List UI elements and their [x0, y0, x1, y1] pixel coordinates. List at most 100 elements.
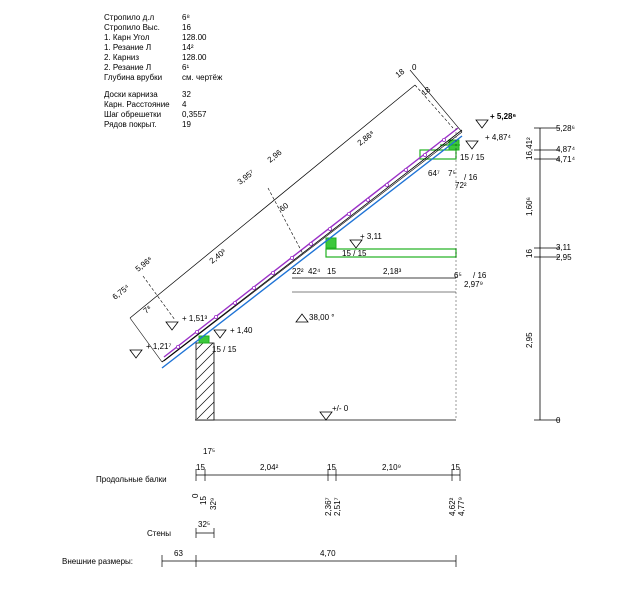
- hdim-16: / 16: [473, 271, 487, 280]
- param-value-5: 128.00: [182, 53, 207, 62]
- scale-4874: 4,87⁴: [556, 145, 576, 154]
- elevation-markers: [129, 119, 489, 421]
- param-label-2: Стропило Выс.: [104, 23, 160, 32]
- purlin-pos-15: 15: [199, 496, 208, 505]
- param-label-3: 1. Карн Угол: [104, 33, 150, 42]
- overhang-16: / 16: [464, 173, 478, 182]
- param-label-9: Карн. Расстояние: [104, 100, 170, 109]
- elev-5286: + 5,28⁶: [490, 112, 516, 121]
- purlin-15-b: 15: [327, 463, 336, 472]
- param-value-8: 32: [182, 90, 191, 99]
- elev-4874: + 4,87⁴: [485, 133, 511, 142]
- param-value-11: 19: [182, 120, 191, 129]
- purlin-pos-4622: 4,62²: [448, 497, 457, 516]
- zero-label: +/- 0: [332, 404, 349, 413]
- elev-311: + 3,11: [360, 232, 382, 241]
- scale-side-16: 16: [525, 249, 534, 258]
- purlin-pos-329: 32⁹: [209, 498, 218, 510]
- angle-60-label: 60: [278, 201, 291, 214]
- elev-1513: + 1,51³: [182, 314, 207, 323]
- hdim-2979: 2,97⁹: [464, 280, 483, 289]
- overhang-75: 7⁵: [448, 169, 456, 178]
- slope-dim-outer-end: [129, 317, 163, 363]
- slope-dim-6754: 6,75⁴: [111, 282, 132, 301]
- hdim-222: 22²: [292, 267, 304, 276]
- walls-value: 32⁵: [198, 520, 210, 529]
- param-value-9: 4: [182, 100, 187, 109]
- param-label-4: 1. Резание Л: [104, 43, 151, 52]
- slope-dim-outer-top: [409, 69, 463, 133]
- slope-dim-2403: 2,40³: [208, 247, 228, 266]
- scale-5286: 5,28⁶: [556, 124, 575, 133]
- top-mark-18b: 18: [420, 85, 433, 98]
- param-label-7: Глубина врубки: [104, 73, 162, 82]
- hdim-65: 6⁵: [454, 271, 462, 280]
- param-label-8: Доски карниза: [104, 90, 158, 99]
- walls-label: Стены: [147, 529, 171, 538]
- overhang-722: 72²: [455, 181, 467, 190]
- purlin-2109: 2,10⁹: [382, 463, 401, 472]
- param-value-2: 16: [182, 23, 191, 32]
- purlin-pos-2367: 2,36⁷: [324, 497, 333, 516]
- roof-section: + 5,28⁶ + 4,87⁴ + 3,11 + 1,40 + 1,51³ + …: [111, 63, 516, 421]
- param-value-3: 128.00: [182, 33, 207, 42]
- param-label-6: 2. Резание Л: [104, 63, 151, 72]
- outer-63: 63: [174, 549, 183, 558]
- top-mark-18a: 18: [394, 67, 407, 80]
- angle-marker: [295, 313, 309, 323]
- param-label-5: 2. Карниз: [104, 53, 139, 62]
- right-scale: 5,28⁶ 4,87⁴ 4,71⁴ 3,11 2,95 0 16,41² 1,6…: [525, 124, 576, 425]
- hdim-2183: 2,18³: [383, 267, 402, 276]
- purlin-bottom: [198, 335, 210, 344]
- outer-label: Внешние размеры:: [62, 557, 133, 566]
- hdim-424: 42⁴: [308, 267, 321, 276]
- roof-angle-label: 38,00 °: [309, 313, 334, 322]
- slope-dim-2868: 2,86⁸: [356, 129, 376, 148]
- purlins-label: Продольные балки: [96, 475, 167, 484]
- scale-side-295: 2,95: [525, 332, 534, 348]
- slope-dim-3957: 3,95⁷: [236, 168, 256, 187]
- purlin-2042: 2,04²: [260, 463, 279, 472]
- rafter-top-edge: [161, 129, 463, 363]
- outer-470: 4,70: [320, 549, 336, 558]
- batten-dots: [175, 137, 446, 349]
- scale-311: 3,11: [556, 243, 572, 252]
- wall-hatch: [195, 342, 215, 420]
- param-value-1: 6⁸: [182, 13, 190, 22]
- scale-0: 0: [556, 416, 561, 425]
- slope-dim-78: 7⁸: [142, 304, 154, 316]
- top-mark-0: 0: [412, 63, 417, 72]
- slope-dim-296: 2,96: [266, 148, 284, 165]
- purlin-top-bar: [419, 149, 457, 160]
- purlin-pos-0: 0: [191, 493, 200, 498]
- rafter-inner: [163, 131, 463, 362]
- elev-140: + 1,40: [230, 326, 253, 335]
- slope-dim-5966: 5,96⁶: [134, 255, 154, 274]
- scale-4714: 4,71⁴: [556, 155, 576, 164]
- beam-label-top: 15 / 15: [460, 153, 485, 162]
- overhang-647: 64⁷: [428, 169, 440, 178]
- param-value-6: 6¹: [182, 63, 189, 72]
- param-value-7: см. чертёж: [182, 73, 223, 82]
- purlin-pos-4779: 4,77⁹: [457, 497, 466, 516]
- slope-dim-outer: [129, 84, 416, 319]
- param-label-1: Стропило д.л: [104, 13, 154, 22]
- purlin-15-c: 15: [451, 463, 460, 472]
- param-value-4: 14²: [182, 43, 194, 52]
- beam-label-bottom: 15 / 15: [212, 345, 237, 354]
- parameter-table: Стропило д.л 6⁸ Стропило Выс. 16 1. Карн…: [104, 13, 223, 129]
- purlin-15-a: 15: [196, 463, 205, 472]
- scale-295: 2,95: [556, 253, 572, 262]
- elev-1217: + 1,21⁷: [146, 342, 171, 351]
- param-value-10: 0,3557: [182, 110, 207, 119]
- beam-label-middle: 15 / 15: [342, 249, 367, 258]
- param-label-11: Рядов покрыт.: [104, 120, 156, 129]
- dashed-middle: [267, 187, 304, 255]
- dashed-top: [414, 84, 454, 129]
- hdim-15: 15: [327, 267, 336, 276]
- purlin-pos-2517: 2,51⁷: [333, 497, 342, 516]
- bottom-dimensions: 17⁵ Продольные балки 15 2,04² 15 2,10⁹ 1…: [62, 447, 466, 567]
- param-label-10: Шаг обрешетки: [104, 110, 161, 119]
- rafter-blue: [161, 135, 463, 369]
